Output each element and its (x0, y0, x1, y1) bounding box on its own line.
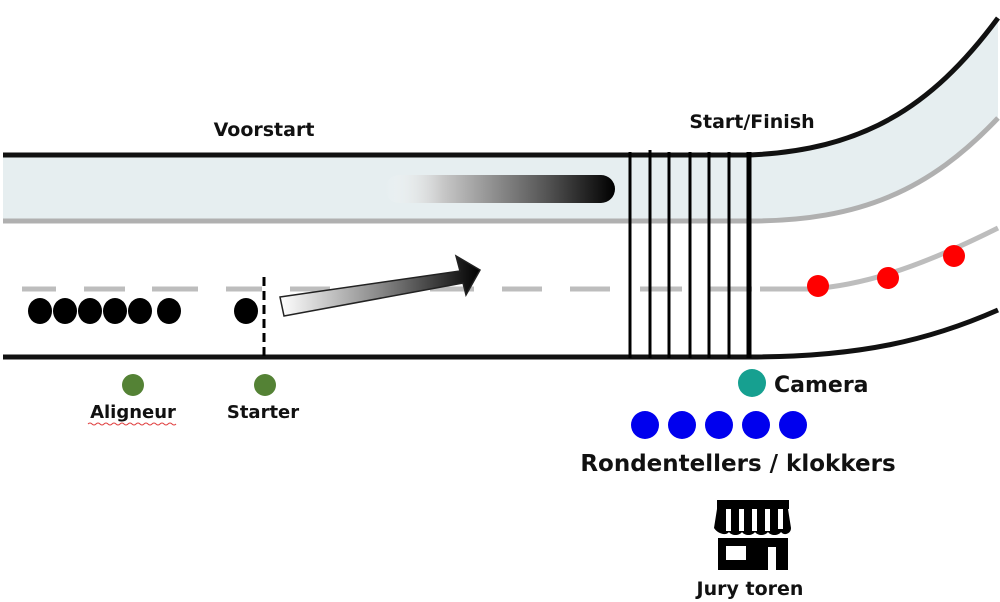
lap-counter (742, 411, 770, 439)
finish-lines (628, 150, 752, 358)
warmup-motion-bar (385, 175, 615, 203)
waiting-skaters (28, 298, 181, 324)
aligneur-label: Aligneur (90, 402, 176, 423)
track-bottom-border (3, 307, 1000, 360)
lap-counter (705, 411, 733, 439)
track-outer-border (3, 16, 1000, 158)
skater (103, 298, 127, 324)
skater (78, 298, 102, 324)
jury-toren-label: Jury toren (695, 578, 804, 600)
starter-label: Starter (227, 402, 299, 423)
storefront-icon (714, 500, 791, 570)
lap-counters (631, 411, 807, 439)
aligneur-marker (122, 374, 144, 396)
corner-marker (943, 245, 965, 267)
corner-marker (807, 275, 829, 297)
starter-marker (254, 374, 276, 396)
rondentellers-label: Rondentellers / klokkers (580, 451, 895, 477)
skater (28, 298, 52, 324)
camera-marker (738, 369, 766, 397)
direction-arrow-icon (279, 254, 482, 317)
spellcheck-underline (87, 422, 177, 426)
camera-label: Camera (774, 373, 869, 398)
skater (53, 298, 77, 324)
voorstart-label: Voorstart (214, 119, 315, 141)
lap-counter (779, 411, 807, 439)
lap-counter (668, 411, 696, 439)
skater (128, 298, 152, 324)
corner-marker (877, 267, 899, 289)
lap-counter (631, 411, 659, 439)
corner-markers (807, 245, 965, 297)
skater (157, 298, 181, 324)
warmup-lane-inner-edge (3, 116, 1000, 224)
start-skater (234, 298, 258, 324)
start-finish-label: Start/Finish (689, 111, 814, 133)
